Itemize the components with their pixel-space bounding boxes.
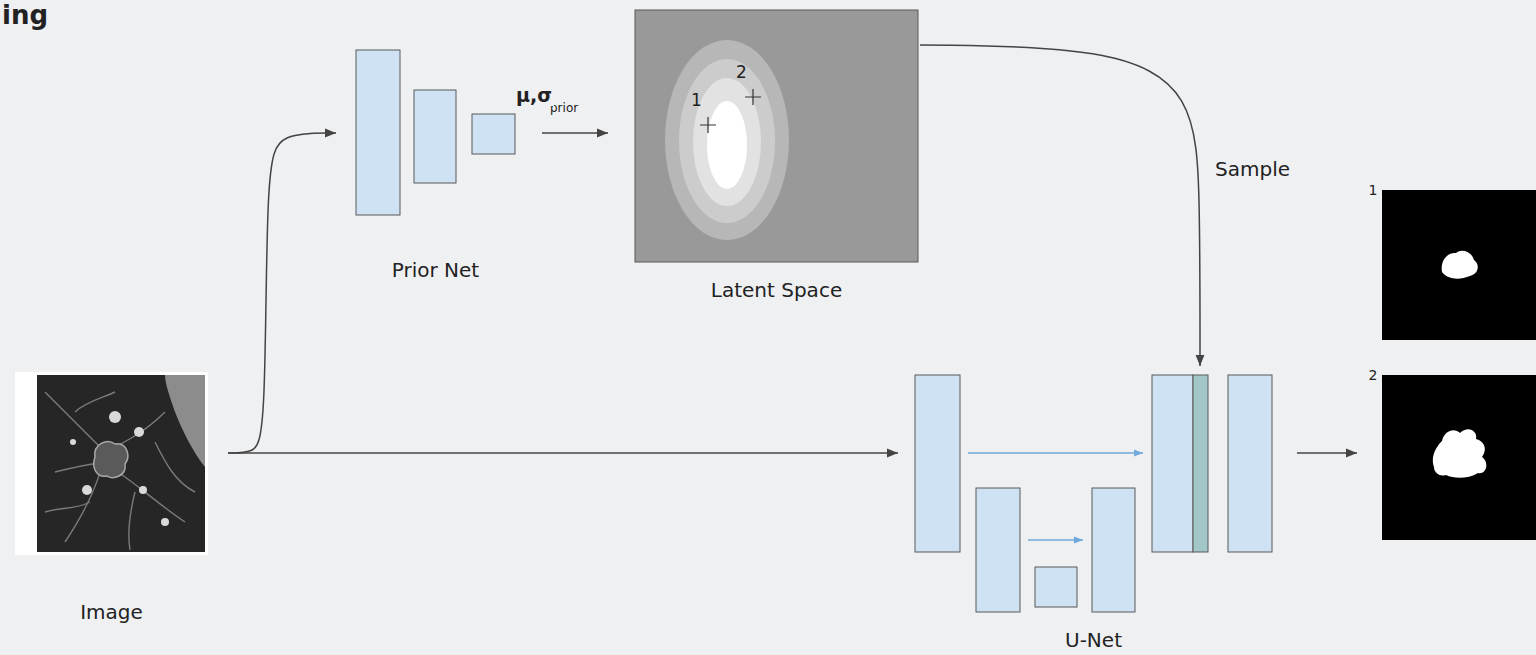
node-label: Latent Space xyxy=(711,278,842,302)
segmentation-output: 2 xyxy=(1382,375,1536,540)
ct-vessel-dot xyxy=(139,486,147,494)
node-label: Prior Net xyxy=(392,258,479,282)
network-layer xyxy=(472,114,515,154)
latent-space: Latent Space xyxy=(635,10,918,262)
arrow-connector xyxy=(228,133,336,453)
ct-vessel-dot xyxy=(82,485,92,495)
ct-tissue xyxy=(165,375,205,467)
input-image: Image xyxy=(15,372,208,555)
skip-connection xyxy=(968,452,1143,454)
latent-concat-layer xyxy=(1193,375,1208,552)
node-label: U-Net xyxy=(1065,628,1122,652)
latent-space-drawing xyxy=(635,10,918,262)
edge-label: μ,σ xyxy=(514,84,554,106)
sample-cross xyxy=(700,117,716,133)
ct-vessel-dot xyxy=(70,439,76,445)
arrow-connector xyxy=(542,132,608,134)
callout-number: 2 xyxy=(736,62,747,82)
arrow-connector xyxy=(228,452,898,454)
network-layer xyxy=(1035,567,1077,607)
text-holder: U-Net xyxy=(915,628,1272,652)
arrow-connector xyxy=(1297,452,1357,454)
segmentation-blob xyxy=(1433,429,1486,478)
network-layer xyxy=(1228,375,1272,552)
image-frame xyxy=(15,372,208,555)
segmentation-output-drawing xyxy=(1382,375,1536,540)
ct-vessel-dot xyxy=(161,518,169,526)
arrow-connector xyxy=(920,45,1200,366)
network-layer xyxy=(356,50,400,215)
text-holder: prior xyxy=(550,101,578,115)
latent-space-square xyxy=(635,10,918,262)
callout-number: 1 xyxy=(691,90,702,110)
callout-number: 1 xyxy=(1369,182,1378,198)
ct-vessel xyxy=(75,392,115,412)
text-holder: 2 xyxy=(736,62,747,82)
ct-image xyxy=(37,375,205,552)
mask-background xyxy=(1382,190,1536,340)
prior-net: Prior Net xyxy=(356,50,515,215)
segmentation-blob xyxy=(1442,251,1478,279)
ct-nodule xyxy=(94,442,128,478)
text-holder: 1 xyxy=(1366,182,1380,199)
network-layer xyxy=(1152,375,1193,552)
ct-vessel-dot xyxy=(109,411,121,423)
text-holder: μ,σ xyxy=(514,84,554,107)
text-holder: 2 xyxy=(1366,367,1380,384)
u-net: U-Net xyxy=(915,375,1272,612)
ct-vessel xyxy=(129,492,135,550)
ct-vessel xyxy=(45,392,105,452)
network-layer xyxy=(414,90,456,183)
text-holder: Sample xyxy=(1213,157,1292,181)
text-holder: Image xyxy=(15,600,208,624)
sample-cross xyxy=(745,89,761,105)
network-layer xyxy=(976,488,1020,612)
text-holder: 1 xyxy=(691,90,702,110)
heading-fragment: ing xyxy=(2,0,48,30)
network-layer xyxy=(1092,488,1135,612)
ct-vessel xyxy=(155,442,195,492)
text-holder: Prior Net xyxy=(356,258,515,282)
ct-vessel-dot xyxy=(134,427,144,437)
text-holder: Latent Space xyxy=(635,278,918,302)
mask-background xyxy=(1382,375,1536,540)
subscript-text: prior xyxy=(550,101,578,115)
network-layer xyxy=(915,375,960,552)
segmentation-output-drawing xyxy=(1382,190,1536,340)
gaussian-contour xyxy=(665,40,789,240)
input-image-drawing xyxy=(15,372,208,555)
segmentation-output: 1 xyxy=(1382,190,1536,340)
ct-vessel xyxy=(45,502,90,512)
u-net-drawing xyxy=(915,375,1272,612)
prior-net-drawing xyxy=(356,50,515,215)
text-holder: ing xyxy=(2,0,48,31)
gaussian-contour xyxy=(693,78,761,206)
gaussian-contour xyxy=(707,101,747,189)
skip-connection xyxy=(1028,539,1083,541)
callout-number: 2 xyxy=(1369,367,1378,383)
node-label: Image xyxy=(80,600,143,624)
gaussian-contour xyxy=(679,59,775,223)
edge-label: Sample xyxy=(1213,157,1292,181)
